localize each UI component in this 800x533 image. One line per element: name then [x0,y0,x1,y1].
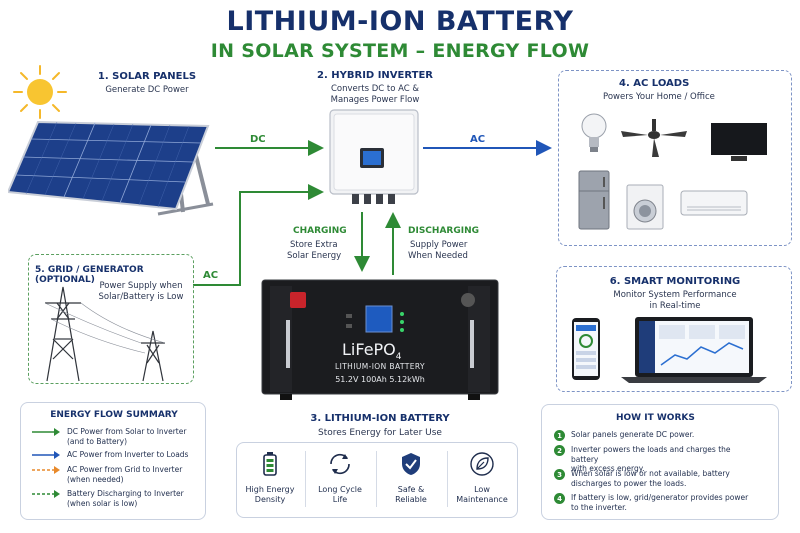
legend-arrow-dc [32,428,60,436]
ac-out-label: AC [470,134,486,145]
battery-section-heading: 3. LITHIUM-ION BATTERY [310,413,450,424]
charging-label: CHARGING [293,226,347,236]
battery-label: LITHIUM-ION BATTERY [335,362,425,371]
grid-sub2: Solar/Battery is Low [98,292,184,302]
how-heading: HOW IT WORKS [616,413,695,423]
ac-loads-sub: Powers Your Home / Office [603,92,715,102]
how-step: 2 Inverter powers the loads and charges … [554,445,753,474]
ac-loads-box: 4. AC LOADS Powers Your Home / Office [558,70,792,246]
summary-item: AC Power from Inverter to Loads [31,450,232,460]
charging-sub2: Solar Energy [287,251,342,261]
legend-arrow-grid [32,466,60,474]
solar-heading: 1. SOLAR PANELS [97,71,197,82]
cycle-icon [330,453,350,475]
inverter-sub2: Manages Power Flow [330,95,420,105]
monitoring-sub2: in Real-time [649,301,701,311]
inverter-sub1: Converts DC to AC & [330,84,420,94]
how-step: 1 Solar panels generate DC power. [554,430,753,441]
leaf-icon [470,452,494,476]
power-tower-icon [44,286,166,382]
air-conditioner-icon [680,190,748,216]
energy-flow-summary: ENERGY FLOW SUMMARY DC Power from Solar … [20,402,206,520]
solar-sub: Generate DC Power [105,85,189,95]
grid-ac-arrow [193,184,324,286]
page-title: LITHIUM-ION BATTERY [226,6,574,37]
inverter-image [326,108,426,210]
shield-check-icon [402,453,420,475]
battery-section-sub: Stores Energy for Later Use [318,428,442,438]
laptop-dashboard-icon [621,317,767,383]
battery-chem: LiFePO4 [342,340,402,363]
smartphone-icon [572,318,600,380]
battery-icon [263,452,277,476]
grid-sub1: Power Supply when [99,281,183,291]
television-icon [711,123,767,161]
grid-box: 5. GRID / GENERATOR (OPTIONAL) Power Sup… [28,254,194,384]
battery-unit: LiFePO4 LITHIUM-ION BATTERY 51.2V 100Ah … [258,276,502,402]
monitoring-box: 6. SMART MONITORING Monitor System Perfo… [556,266,792,392]
dc-label: DC [250,134,266,145]
washing-machine-icon [626,184,664,230]
feature-safe: Safe &Reliable [378,443,444,515]
monitoring-heading: 6. SMART MONITORING [609,276,741,287]
summary-item: Battery Discharging to Inverter(when sol… [31,489,232,508]
how-step: 4 If battery is low, grid/generator prov… [554,493,753,512]
discharging-sub2: When Needed [408,251,468,261]
sun-icon [10,62,70,122]
summary-item: DC Power from Solar to Inverter(and to B… [31,427,232,446]
summary-item: AC Power from Grid to Inverter(when need… [31,465,232,484]
charging-sub1: Store Extra [290,240,338,250]
how-step: 3 When solar is low or not available, ba… [554,469,753,488]
solar-panel-image [6,104,218,216]
legend-arrow-ac [32,451,60,459]
discharging-label: DISCHARGING [408,226,479,236]
legend-arrow-discharge [32,490,60,498]
discharging-sub1: Supply Power [410,240,468,250]
light-bulb-icon [581,113,607,152]
battery-spec: 51.2V 100Ah 5.12kWh [335,375,425,384]
monitoring-sub1: Monitor System Performance [613,290,737,300]
ceiling-fan-icon [621,119,687,157]
ac-loads-heading: 4. AC LOADS [619,78,690,89]
refrigerator-icon [578,170,610,230]
page-subtitle: IN SOLAR SYSTEM – ENERGY FLOW [210,40,590,62]
summary-heading: ENERGY FLOW SUMMARY [50,410,178,420]
grid-heading: 5. GRID / GENERATOR (OPTIONAL) [35,265,144,285]
how-it-works: HOW IT WORKS 1 Solar panels generate DC … [541,404,779,520]
inverter-heading: 2. HYBRID INVERTER [317,70,433,81]
ac-grid-label: AC [203,270,219,281]
